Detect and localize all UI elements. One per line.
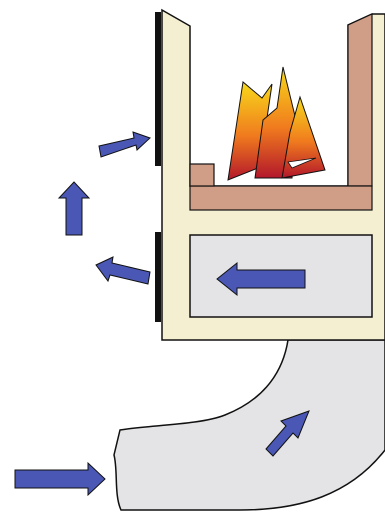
air-inlet-duct	[113, 339, 385, 511]
firebox-lining-right	[347, 13, 373, 187]
firebox-floor	[189, 185, 373, 211]
flame-highlight	[287, 157, 317, 169]
duct-arrow-icon	[265, 410, 310, 457]
lower-exhaust-arrow-icon	[95, 256, 151, 285]
inlet-arrow-icon	[14, 461, 106, 497]
rising-air-arrow-icon	[57, 181, 91, 236]
channel-arrow-icon	[216, 261, 306, 297]
flame-right	[281, 95, 326, 179]
flame-icon	[227, 66, 326, 181]
wall-panel-lower	[155, 232, 161, 322]
firebox-step	[189, 163, 215, 187]
upper-exhaust-arrow-icon	[98, 131, 151, 158]
flame-middle	[254, 66, 297, 179]
wall-panel-upper	[155, 12, 161, 166]
airflow-arrows	[14, 131, 310, 497]
